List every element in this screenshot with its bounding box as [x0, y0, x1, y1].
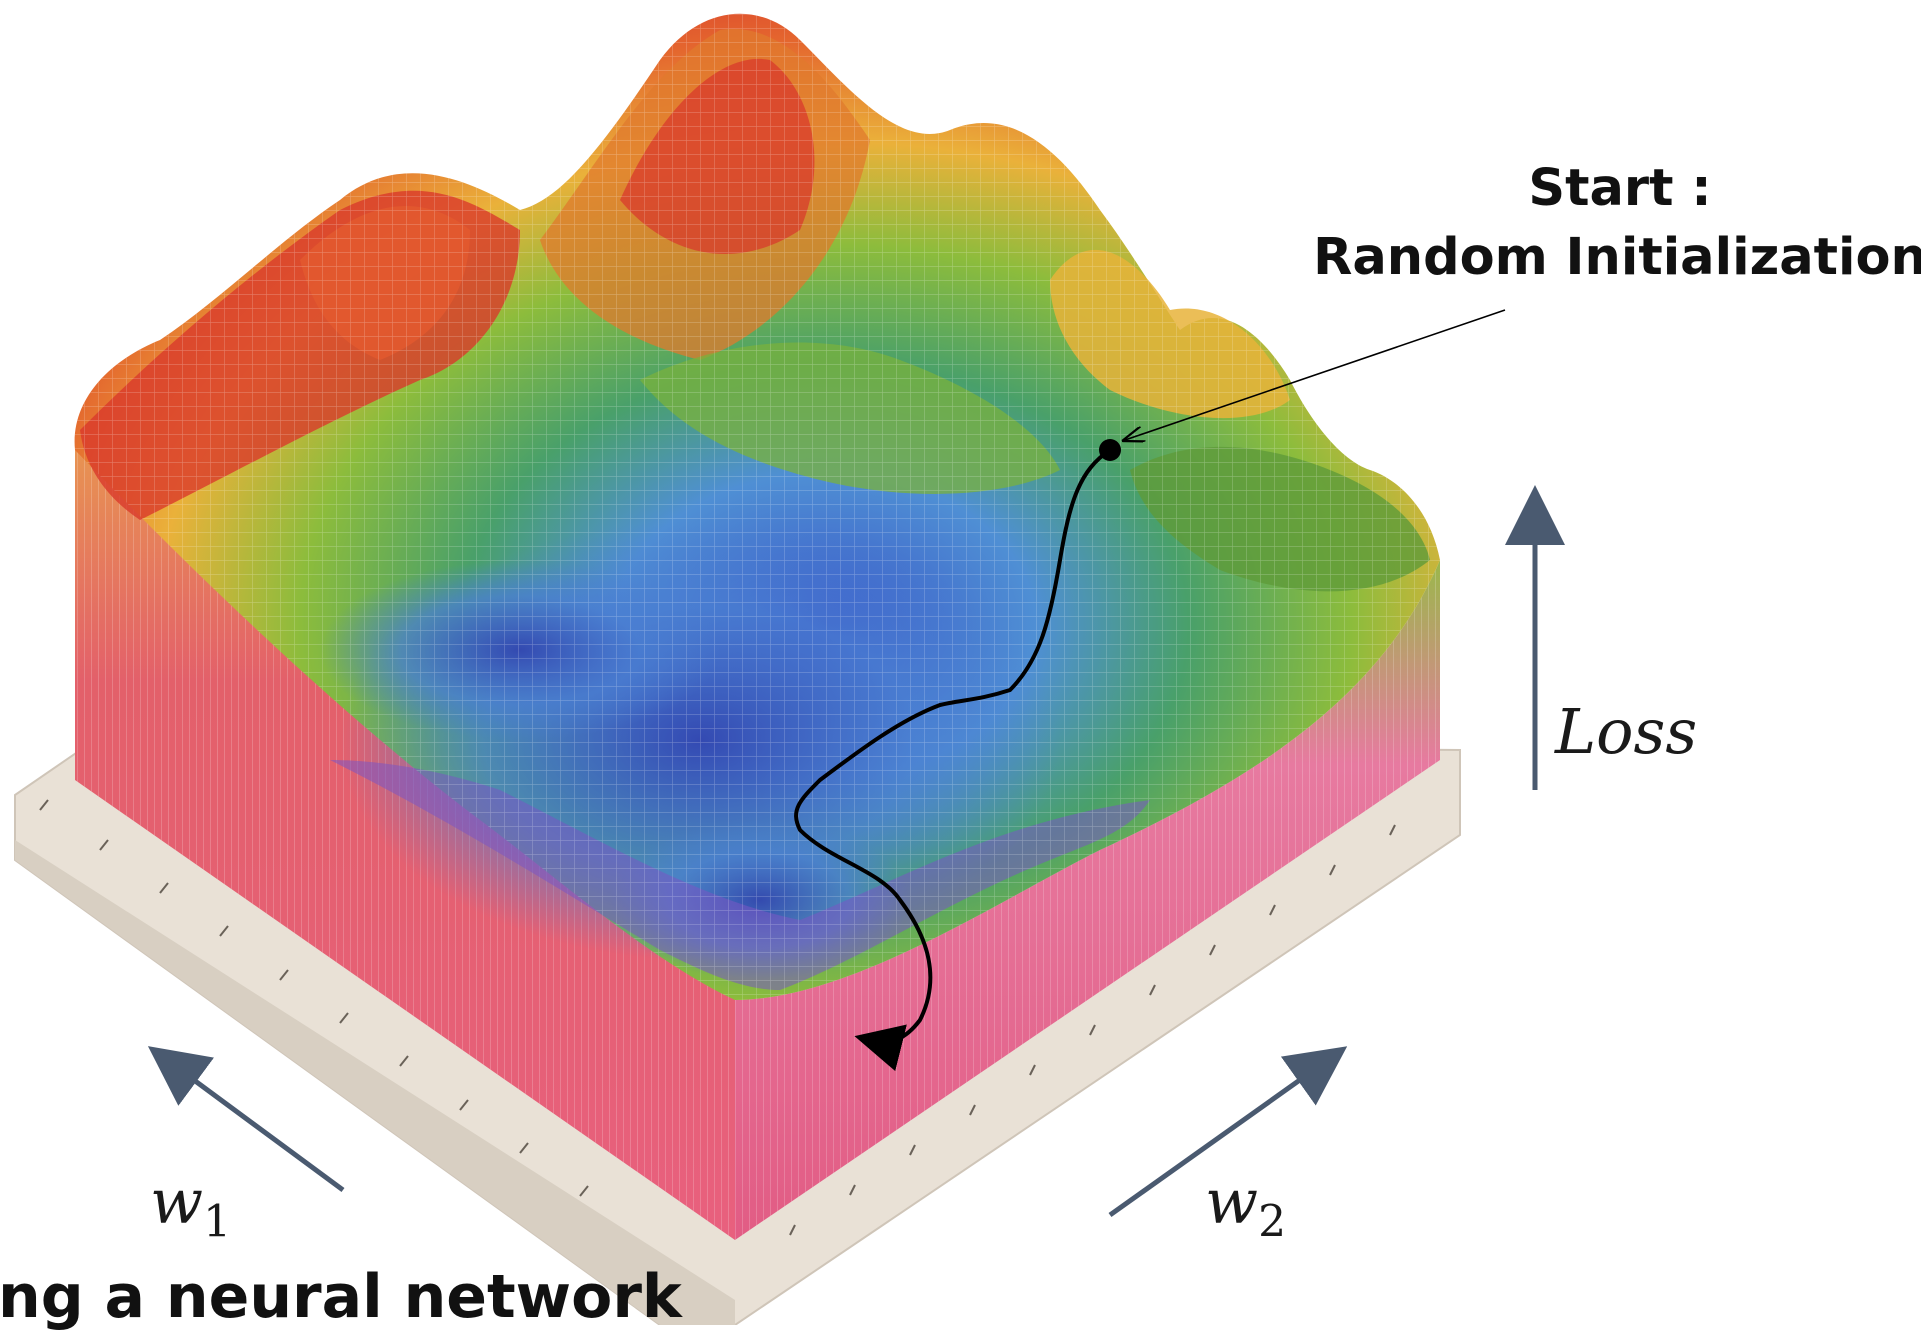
loss-surface [74, 13, 1440, 1001]
w2-axis-arrow [1108, 1046, 1348, 1218]
start-label-line2: Random Initialization [1313, 227, 1921, 287]
w1-axis-label: w1 [150, 1165, 231, 1247]
w2-axis-label: w2 [1205, 1165, 1286, 1247]
w1-axis-arrow [147, 1046, 345, 1193]
base-ticks [39, 799, 1396, 1236]
caption-text: ng a neural network [0, 1262, 682, 1332]
start-label: Start : Random Initialization [1300, 155, 1921, 293]
loss-axis-label: Loss [1555, 695, 1698, 768]
w2-symbol: w [1205, 1165, 1259, 1238]
w2-subscript: 2 [1258, 1196, 1287, 1248]
right-wall [735, 560, 1440, 1240]
w1-subscript: 1 [203, 1196, 232, 1248]
axis-arrows [147, 485, 1565, 1218]
start-pointer-line [1125, 309, 1506, 440]
gradient-descent-path [794, 439, 1121, 1072]
w1-symbol: w [150, 1165, 204, 1238]
start-label-line1: Start : [1528, 159, 1712, 218]
start-point [1099, 439, 1121, 461]
